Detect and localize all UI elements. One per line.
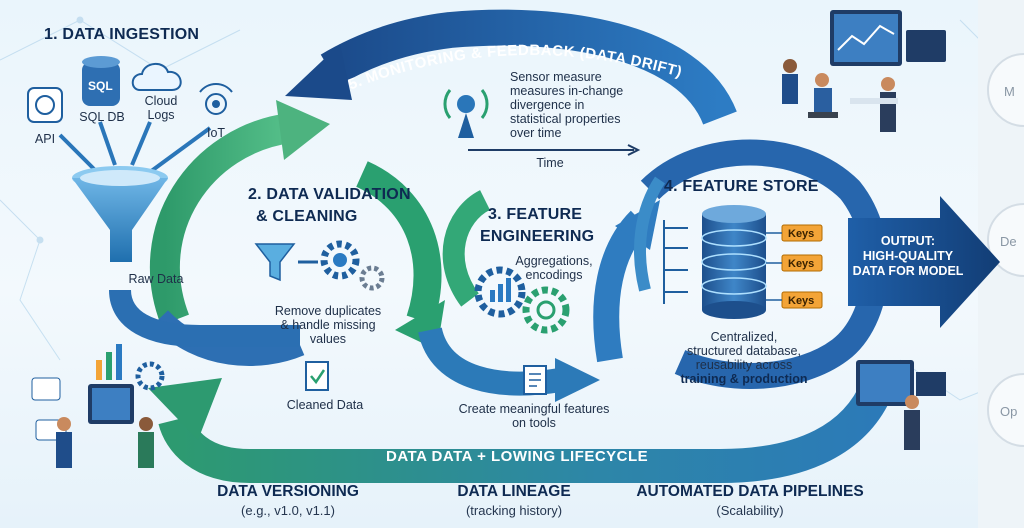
gear-icon <box>320 240 360 280</box>
keys-tags: Keys Keys Keys <box>766 224 823 309</box>
output-label: OUTPUT: HIGH-QUALITY DATA FOR MODEL <box>852 234 964 279</box>
feature-footer-line: Create meaningful features <box>458 402 610 416</box>
funnel-icon <box>72 166 168 262</box>
validation-desc-line: Remove duplicates <box>274 304 382 318</box>
time-label: Time <box>536 156 564 170</box>
feature-title-1: 3. FEATURE <box>488 206 583 223</box>
feature-footer: Create meaningful features on tools <box>444 402 624 430</box>
feature-desc-line: Aggregations, <box>515 254 593 268</box>
validation-description: Remove duplicates & handle missing value… <box>256 304 400 346</box>
keys-tag-3: Keys <box>788 295 814 307</box>
feature-footer-line: on tools <box>512 416 556 430</box>
source-label-api: API <box>34 132 56 146</box>
gear-green-icon <box>522 286 570 334</box>
monitoring-desc-line: divergence in <box>510 98 585 112</box>
lifecycle-arc: DATA DATA + LOWING LIFECYCLE <box>148 373 897 483</box>
gear-small-icon <box>359 265 385 291</box>
source-label-cloud: Cloud Logs <box>144 94 178 122</box>
sql-db-icon: SQL <box>82 56 120 106</box>
time-axis-arrow <box>627 144 641 156</box>
feature-description: Aggregations, encodings <box>504 254 604 282</box>
feature-store-db: Keys Keys Keys <box>663 205 823 319</box>
feature-icons <box>474 266 570 395</box>
raw-data-flow <box>109 289 300 347</box>
validation-title-2: & CLEANING <box>256 208 358 225</box>
versioning-sub: (e.g., v1.0, v1.1) <box>241 503 335 518</box>
ingestion-icons: SQL <box>27 56 300 347</box>
feature-store-desc-line: reusability across <box>695 358 793 372</box>
lifecycle-arc-label: DATA DATA + LOWING LIFECYCLE <box>386 448 648 465</box>
sql-badge: SQL <box>88 79 113 93</box>
sensor-icon <box>443 89 489 138</box>
feature-doc-icon <box>523 365 547 395</box>
keys-tag-2: Keys <box>788 258 814 270</box>
output-line: HIGH-QUALITY <box>862 249 954 263</box>
validation-title-1: 2. DATA VALIDATION <box>248 186 411 203</box>
monitoring-desc-line: measures in-change <box>510 84 624 98</box>
bar-chart-gear-icon <box>474 266 526 318</box>
iot-icon <box>199 83 233 115</box>
feature-store-desc-line: Centralized, <box>710 330 778 344</box>
monitoring-description: Sensor measure measures in-change diverg… <box>510 70 660 140</box>
versioning-title: DATA VERSIONING <box>217 483 359 500</box>
feature-store-emphasis: training & production <box>680 372 808 386</box>
monitoring-desc-line: over time <box>510 126 562 140</box>
source-arrows <box>58 121 212 174</box>
feature-store-desc-line: structured database, <box>687 344 801 358</box>
output-line: OUTPUT: <box>880 234 936 248</box>
output-arrow <box>848 196 1000 328</box>
validation-desc-line: values <box>309 332 347 346</box>
feature-title-2: ENGINEERING <box>480 228 595 245</box>
lineage-sub: (tracking history) <box>465 503 563 518</box>
api-icon <box>27 87 63 123</box>
feature-store-description: Centralized, structured database, reusab… <box>664 330 824 386</box>
cleaned-doc-icon <box>305 361 329 391</box>
source-label-sql: SQL DB <box>79 110 125 124</box>
validation-desc-line: & handle missing <box>280 318 376 332</box>
filter-icon <box>254 243 296 282</box>
validation-icons <box>254 240 385 391</box>
team-illustration-right <box>856 360 946 450</box>
lineage-title: DATA LINEAGE <box>457 483 571 500</box>
output-line: DATA FOR MODEL <box>852 264 964 278</box>
raw-data-label: Raw Data <box>128 272 184 286</box>
keys-tag-1: Keys <box>788 228 814 240</box>
monitoring-desc-line: statistical properties <box>510 112 621 126</box>
ingestion-title: 1. DATA INGESTION <box>44 26 200 43</box>
team-illustration-top <box>782 10 946 132</box>
feature-store-title: 4. FEATURE STORE <box>664 178 819 195</box>
cloud-icon <box>131 63 182 91</box>
cleaned-data-label: Cleaned Data <box>286 398 364 412</box>
edge-label-2: De <box>1000 234 1017 249</box>
pipelines-title: AUTOMATED DATA PIPELINES <box>636 483 864 500</box>
pipelines-sub: (Scalability) <box>716 503 784 518</box>
edge-label-3: Op <box>1000 404 1018 419</box>
monitoring-desc-line: Sensor measure <box>510 70 602 84</box>
team-illustration-left <box>31 344 165 468</box>
feature-desc-line: encodings <box>525 268 583 282</box>
edge-label-1: M <box>1004 84 1015 99</box>
source-label-iot: IoT <box>206 126 226 140</box>
